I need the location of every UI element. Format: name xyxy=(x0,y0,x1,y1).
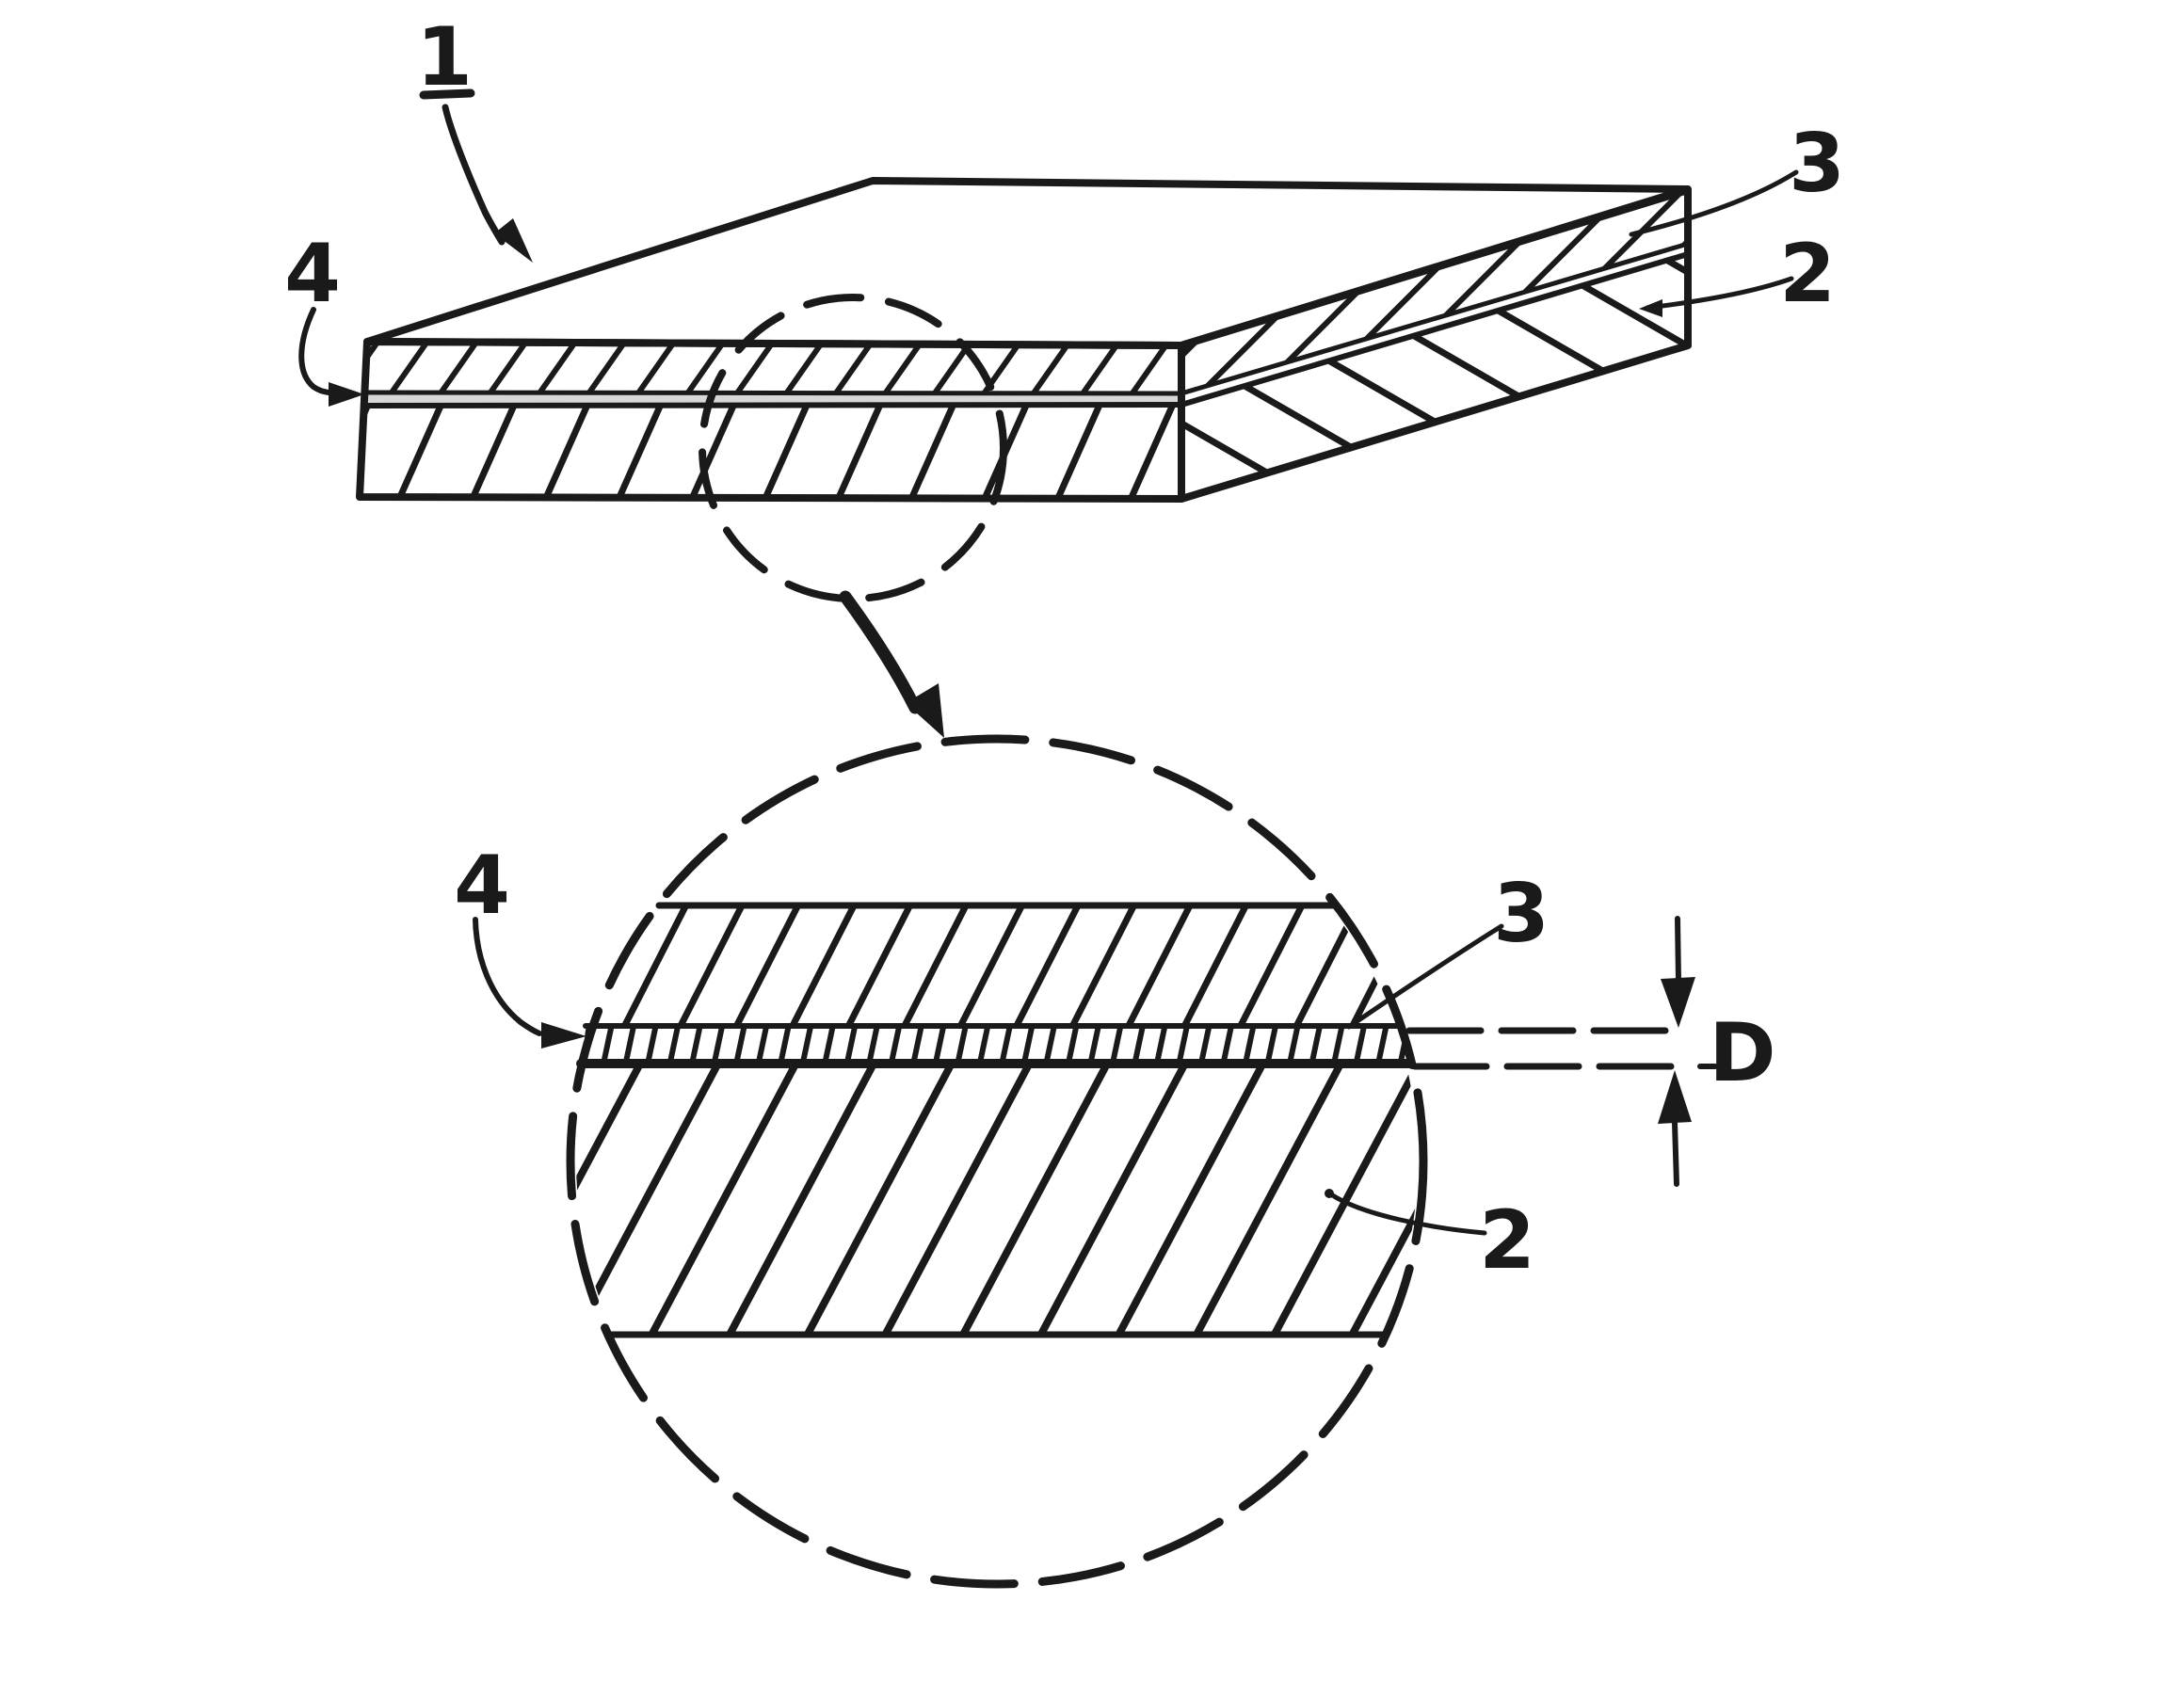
magnify-arrow-head-icon xyxy=(906,683,944,738)
detail-layer3-hatch xyxy=(584,908,1412,1024)
leader-overview-4-arrowhead-icon xyxy=(329,382,364,407)
front-layer4-top-line xyxy=(362,390,1184,396)
slab-overview xyxy=(356,177,1692,503)
inspection-dashed-circle xyxy=(699,294,1007,602)
side-face-layer3-hatch xyxy=(1181,192,1688,392)
label-detail-3: 3 xyxy=(1493,867,1550,961)
leader-detail-4 xyxy=(473,917,542,1036)
label-dimension-d: D xyxy=(1709,1006,1775,1100)
leader-detail-2-tip-dot xyxy=(1325,1189,1334,1198)
front-layer4-bottom-line xyxy=(361,402,1184,408)
leader-detail-4-arrowhead-icon xyxy=(541,1022,586,1049)
label-overview-3: 3 xyxy=(1789,117,1845,211)
label-overview-4: 4 xyxy=(284,227,341,321)
detail-layer4-hatch xyxy=(583,1028,1408,1062)
magnify-arrow xyxy=(839,590,944,738)
dim-arrow-up-icon xyxy=(1658,1070,1692,1124)
leader-part-1-arrowhead-icon xyxy=(494,218,533,263)
dimension-d xyxy=(1658,916,1695,1187)
leader-overview-2-arrowhead-icon xyxy=(1639,299,1662,317)
leader-overview-3 xyxy=(1629,169,1799,237)
label-overview-2: 2 xyxy=(1779,227,1836,321)
side-layer4-top-line xyxy=(1179,241,1691,396)
label-detail-4: 4 xyxy=(454,839,510,933)
detail-view xyxy=(566,734,1718,1589)
detail-layer2-hatch xyxy=(576,1066,1418,1333)
dim-arrow-down-icon xyxy=(1661,977,1695,1028)
front-face-layer2-hatch xyxy=(360,406,1181,498)
detail-dashed-circle xyxy=(566,734,1428,1589)
annotations: 1 3 2 4 4 3 2 D xyxy=(284,10,1845,1288)
label-detail-2: 2 xyxy=(1479,1193,1535,1288)
leader-detail-2 xyxy=(1328,1192,1487,1236)
label-part-1-underline xyxy=(419,88,475,100)
leader-part-1 xyxy=(442,104,506,246)
front-face-layer3-hatch xyxy=(365,345,1181,392)
leader-detail-3 xyxy=(1346,923,1504,1030)
leader-overview-2 xyxy=(1645,276,1794,311)
slab-side-face-outline xyxy=(1178,186,1692,503)
side-face-layer2-hatch xyxy=(1181,254,1688,498)
magnify-arrow-shaft xyxy=(839,590,922,714)
label-part-1: 1 xyxy=(416,10,473,104)
leader-overview-4 xyxy=(298,307,331,395)
dim-arrow-lower-shaft xyxy=(1672,1120,1679,1187)
side-layer4-bottom-line xyxy=(1179,251,1691,408)
